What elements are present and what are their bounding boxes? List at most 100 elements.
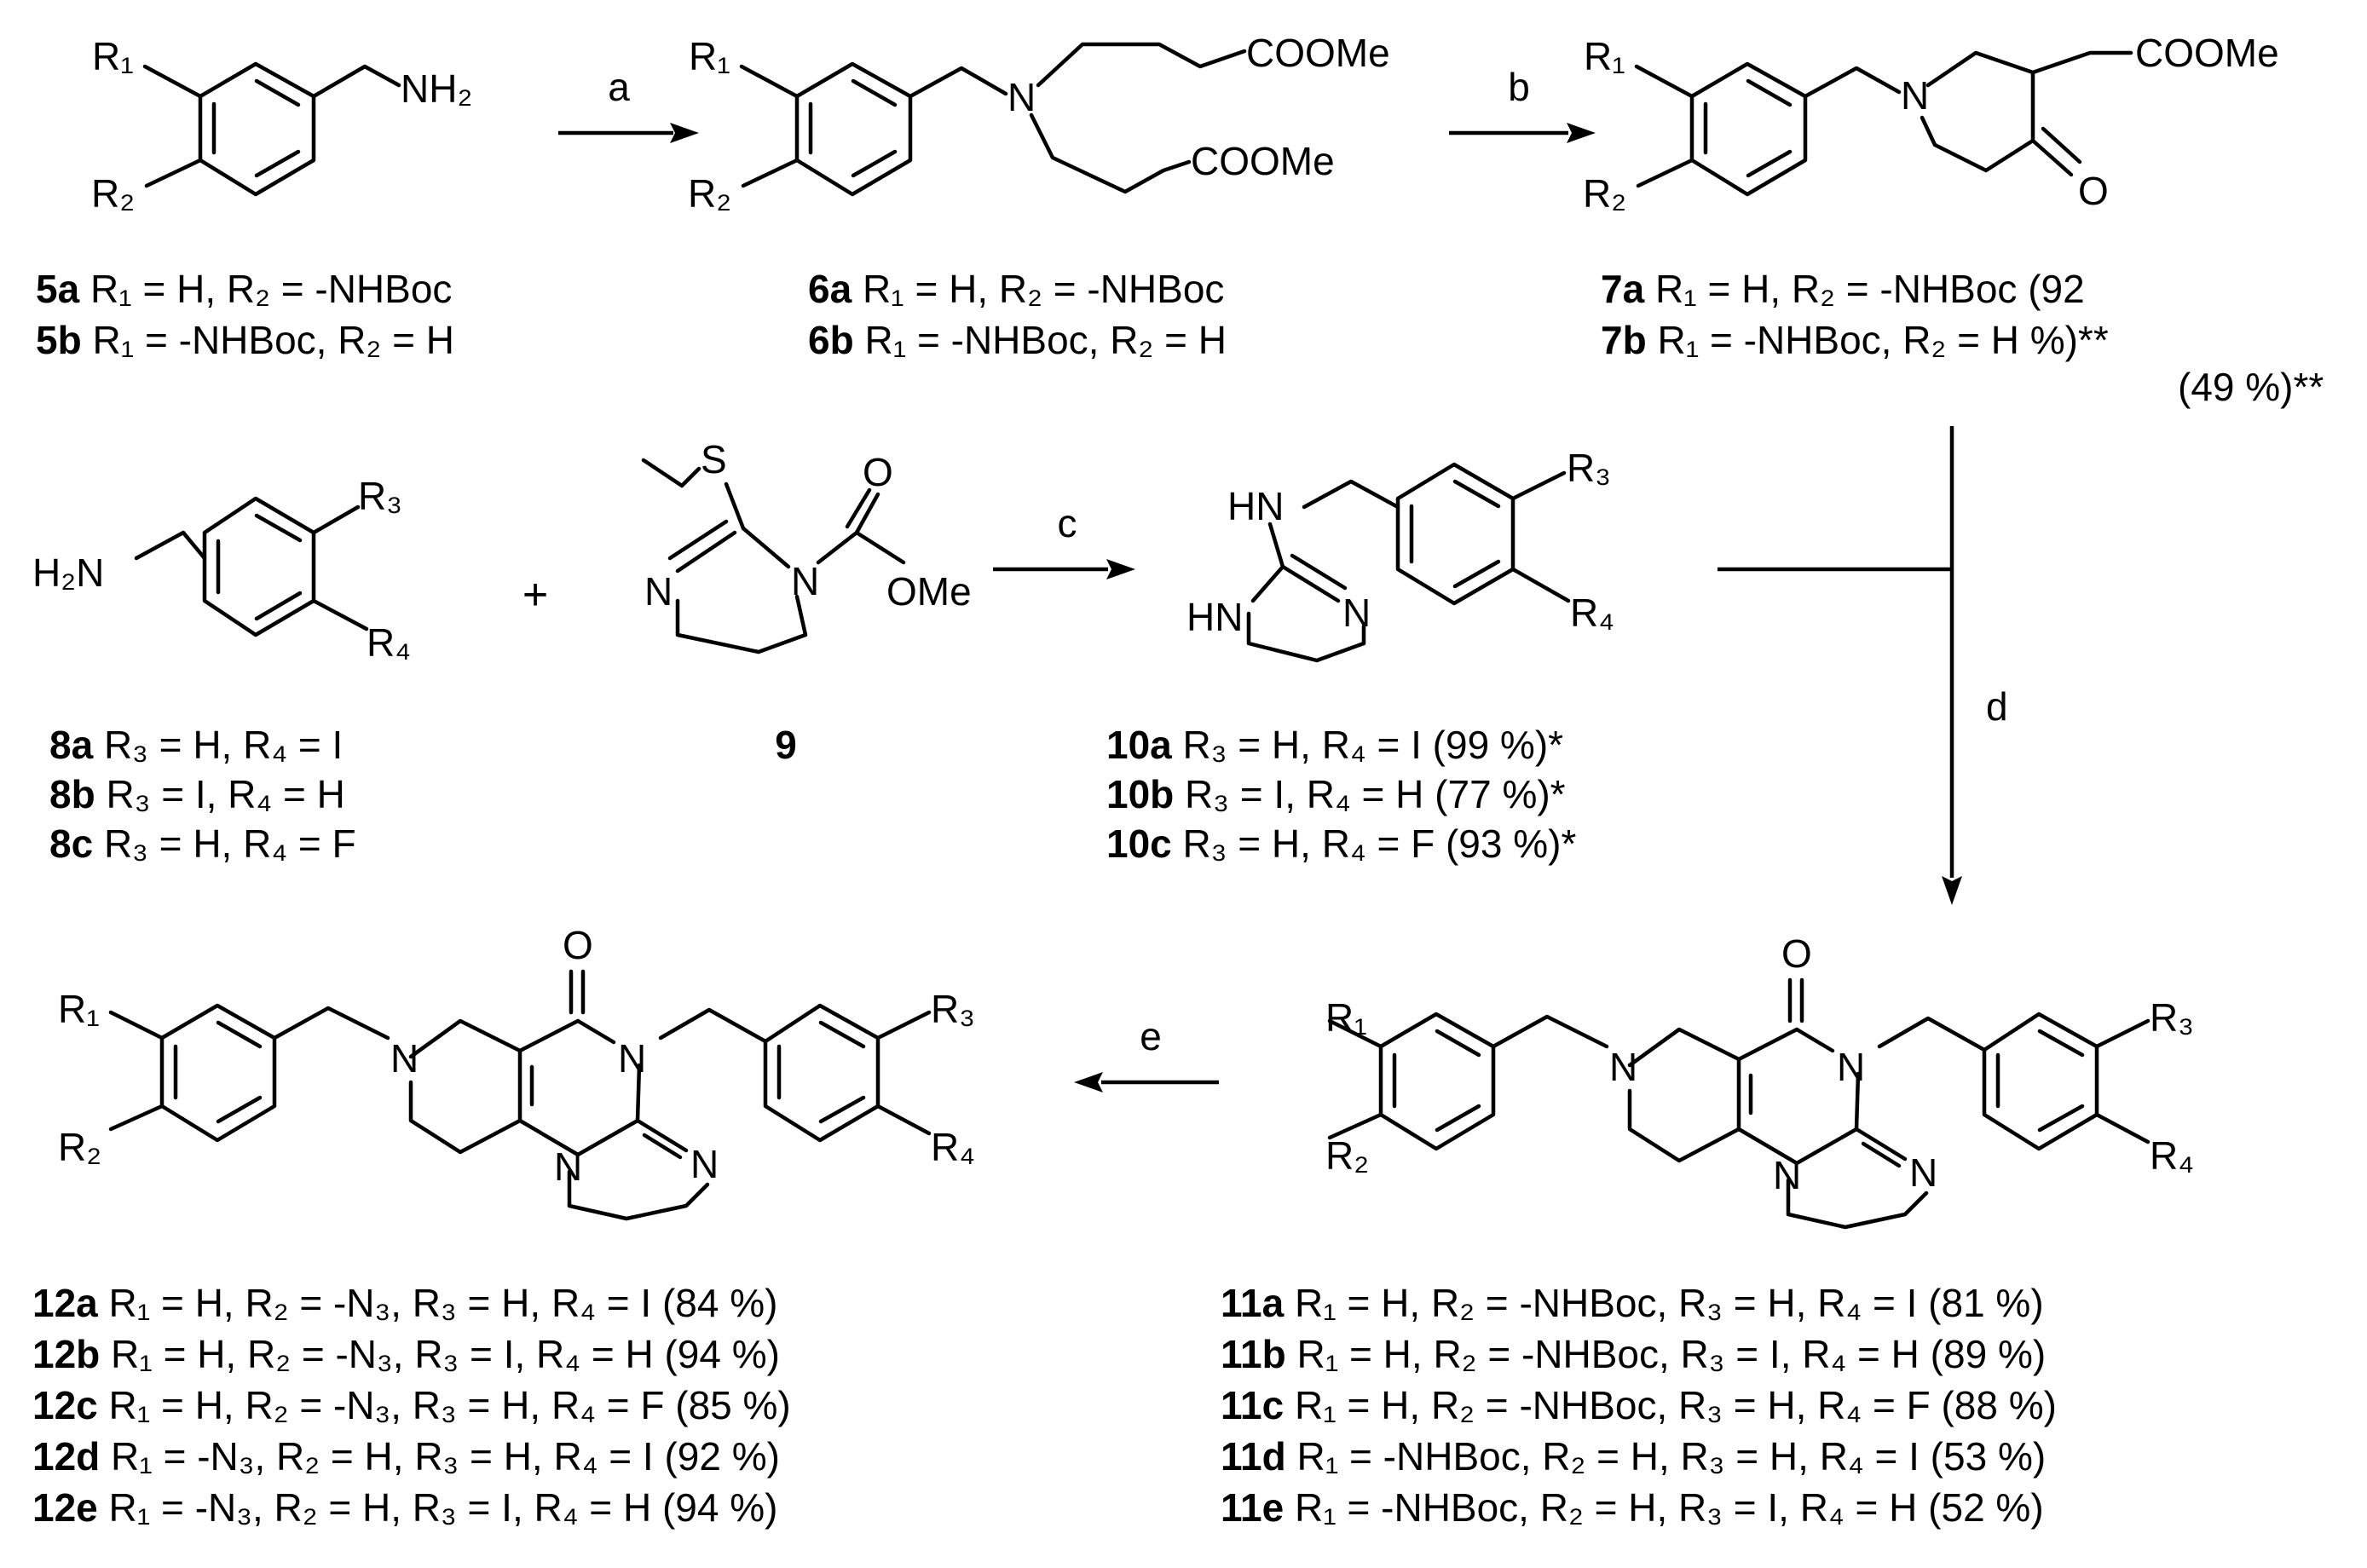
- svg-text:11c R₁ = H, R₂ = -NHBoc, R₃ =: 11c R₁ = H, R₂ = -NHBoc, R₃ = H, R₄ = F …: [1221, 1383, 2057, 1427]
- substituent-row: R₃ = I, R₄ = H (77 %)*: [1185, 772, 1566, 816]
- r3-label: R₃: [358, 474, 402, 518]
- substituent-row: R₁ = H, R₂ = -N₃, R₃ = H, R₄ = F (85 %): [109, 1383, 791, 1427]
- nitrogen-label: N: [1773, 1153, 1801, 1197]
- substituent-row: R₁ = H, R₂ = -N₃, R₃ = H, R₄ = I (84 %): [109, 1281, 778, 1325]
- nh-label: HN: [1227, 484, 1284, 528]
- compound-id: 12e: [32, 1485, 98, 1530]
- svg-text:12c R₁ = H, R₂ = -N₃, R₃ = H,: 12c R₁ = H, R₂ = -N₃, R₃ = H, R₄ = F (85…: [32, 1383, 791, 1427]
- ester-label: COOMe: [1191, 139, 1335, 183]
- compound-id: 7a: [1601, 267, 1645, 311]
- compound-id: 8c: [49, 821, 93, 866]
- r4-label: R₄: [2150, 1133, 2194, 1178]
- compound-id: 10b: [1106, 772, 1174, 816]
- compound-id: 11a: [1221, 1281, 1285, 1325]
- substituent-row: R₁ = -NHBoc, R₂ = H: [864, 318, 1226, 362]
- substituent-row: R₃ = H, R₄ = I: [104, 723, 343, 767]
- svg-text:12e R₁ = -N₃, R₂ = H, R₃ = I,: 12e R₁ = -N₃, R₂ = H, R₃ = I, R₄ = H (94…: [32, 1485, 777, 1530]
- compound-6-structure: R₁ R₂ N COOMe COOMe: [688, 31, 1390, 216]
- substituent-row: R₁ = H, R₂ = -NHBoc, R₃ = H, R₄ = I (81 …: [1295, 1281, 2044, 1325]
- substituent-row: R₁ = -NHBoc, R₂ = H %)**: [1657, 318, 2108, 362]
- svg-text:10c R₃ = H, R₄ = F (93 %)*: 10c R₃ = H, R₄ = F (93 %)*: [1106, 821, 1576, 866]
- compound-10-structure: HN HN N R₃ R₄: [1186, 446, 1614, 663]
- substituent-row: R₃ = I, R₄ = H: [106, 772, 344, 816]
- compound-id: 11c: [1221, 1383, 1284, 1427]
- compound-7-structure: R₁ R₂ N COOMe O: [1583, 31, 2279, 216]
- compound-id: 10a: [1106, 723, 1172, 767]
- step-label: d: [1986, 684, 2008, 729]
- yield-note: (49 %)**: [2178, 365, 2324, 409]
- svg-text:12a R₁ = H, R₂ = -N₃, R₃ = H,: 12a R₁ = H, R₂ = -N₃, R₃ = H, R₄ = I (84…: [32, 1281, 777, 1325]
- nh-label: HN: [1186, 595, 1243, 639]
- svg-text:11b R₁ = H, R₂ = -NHBoc, R₃ =: 11b R₁ = H, R₂ = -NHBoc, R₃ = I, R₄ = H …: [1221, 1332, 2046, 1376]
- arrow-step-a: a: [558, 65, 699, 143]
- sulfur-label: S: [701, 437, 727, 481]
- compound-5-structure: R₁ R₂ NH₂: [91, 34, 472, 216]
- nitrogen-label: N: [1901, 73, 1929, 118]
- compound-id: 10c: [1106, 821, 1172, 866]
- compound-10-labels: 10a R₃ = H, R₄ = I (99 %)* 10b R₃ = I, R…: [1106, 723, 1576, 866]
- substituent-row: R₁ = -NHBoc, R₂ = H: [92, 318, 453, 362]
- compound-id: 5a: [36, 267, 80, 311]
- r2-label: R₂: [1583, 171, 1626, 216]
- plus-sign: +: [522, 570, 548, 620]
- oxygen-label: O: [863, 450, 893, 494]
- nitrogen-label: N: [1837, 1045, 1865, 1089]
- methoxy-label: OMe: [886, 569, 972, 614]
- substituent-row: R₁ = H, R₂ = -NHBoc, R₃ = I, R₄ = H (89 …: [1297, 1332, 2047, 1376]
- compound-id: 12c: [32, 1383, 98, 1427]
- compound-id: 12d: [32, 1434, 100, 1479]
- svg-text:10b R₃ = I, R₄ = H (77 %)*: 10b R₃ = I, R₄ = H (77 %)*: [1106, 772, 1566, 816]
- arrow-step-b: b: [1449, 65, 1596, 143]
- svg-text:5a R₁ = H, R₂ = -NHBoc: 5a R₁ = H, R₂ = -NHBoc: [36, 267, 452, 311]
- substituent-row: R₁ = H, R₂ = -NHBoc: [90, 267, 452, 311]
- r4-label: R₄: [931, 1125, 975, 1169]
- substituent-row: R₃ = H, R₄ = F: [104, 821, 356, 866]
- svg-text:8c R₃ = H, R₄ = F: 8c R₃ = H, R₄ = F: [49, 821, 356, 866]
- compound-id: 12a: [32, 1281, 98, 1325]
- compound-id: 9: [775, 723, 797, 767]
- svg-text:6a R₁ = H, R₂ = -NHBoc: 6a R₁ = H, R₂ = -NHBoc: [808, 267, 1224, 311]
- arrow-step-c: c: [993, 501, 1135, 579]
- compound-12-structure: R₁ R₂ N O N N N R₃ R₄: [58, 923, 975, 1221]
- compound-id: 5b: [36, 318, 82, 362]
- r1-label: R₁: [58, 987, 100, 1031]
- substituent-row: R₁ = -NHBoc, R₂ = H, R₃ = I, R₄ = H (52 …: [1295, 1485, 2044, 1530]
- svg-text:11e R₁ = -NHBoc, R₂ = H, R₃ =: 11e R₁ = -NHBoc, R₂ = H, R₃ = I, R₄ = H …: [1221, 1485, 2044, 1530]
- substituent-row: R₁ = -NHBoc, R₂ = H, R₃ = H, R₄ = I (53 …: [1297, 1434, 2047, 1479]
- r2-label: R₂: [91, 171, 135, 216]
- compound-11-labels: 11a R₁ = H, R₂ = -NHBoc, R₃ = H, R₄ = I …: [1221, 1281, 2057, 1530]
- compound-id: 12b: [32, 1332, 100, 1376]
- svg-text:8b R₃ = I, R₄ = H: 8b R₃ = I, R₄ = H: [49, 772, 345, 816]
- r2-label: R₂: [58, 1125, 101, 1169]
- substituent-row: R₁ = H, R₂ = -NHBoc (92: [1655, 267, 2085, 311]
- svg-text:11a R₁ = H, R₂ = -NHBoc, R₃ =: 11a R₁ = H, R₂ = -NHBoc, R₃ = H, R₄ = I …: [1221, 1281, 2044, 1325]
- r2-label: R₂: [688, 171, 731, 216]
- substituent-row: R₁ = -N₃, R₂ = H, R₃ = H, R₄ = I (92 %): [111, 1434, 780, 1479]
- nitrogen-label: N: [554, 1144, 582, 1189]
- r3-label: R₃: [2150, 995, 2194, 1040]
- compound-id: 11e: [1221, 1485, 1284, 1530]
- nitrogen-label: N: [690, 1142, 719, 1186]
- svg-text:10a R₃ = H, R₄ = I (99 %)*: 10a R₃ = H, R₄ = I (99 %)*: [1106, 723, 1563, 767]
- compound-id: 11b: [1221, 1332, 1286, 1376]
- svg-text:11d R₁ = -NHBoc, R₂ = H, R₃ =: 11d R₁ = -NHBoc, R₂ = H, R₃ = H, R₄ = I …: [1221, 1434, 2046, 1479]
- arrow-step-e: e: [1074, 1014, 1219, 1092]
- compound-id: 7b: [1601, 318, 1647, 362]
- step-label: e: [1140, 1014, 1162, 1058]
- step-label: c: [1058, 501, 1077, 545]
- r2-label: R₂: [1325, 1133, 1369, 1178]
- compound-8-structure: H₂N R₃ R₄: [32, 474, 411, 665]
- compound-9-structure: S N N O OMe: [641, 437, 972, 654]
- ester-label: COOMe: [1246, 31, 1390, 75]
- substituent-row: R₁ = H, R₂ = -NHBoc: [863, 267, 1224, 311]
- svg-text:6b R₁ = -NHBoc, R₂ = H: 6b R₁ = -NHBoc, R₂ = H: [808, 318, 1227, 362]
- substituent-row: R₁ = -N₃, R₂ = H, R₃ = I, R₄ = H (94 %): [109, 1485, 778, 1530]
- nitrogen-label: N: [1007, 75, 1036, 119]
- svg-text:7a R₁ = H, R₂ = -NHBoc (92: 7a R₁ = H, R₂ = -NHBoc (92: [1601, 267, 2085, 311]
- svg-text:7b R₁ = -NHBoc, R₂ = H %)**: 7b R₁ = -NHBoc, R₂ = H %)**: [1601, 318, 2109, 362]
- ester-label: COOMe: [2135, 31, 2279, 75]
- compound-id: 6b: [808, 318, 854, 362]
- svg-text:8a R₃ = H, R₄ = I: 8a R₃ = H, R₄ = I: [49, 723, 343, 767]
- nitrogen-label: N: [1609, 1045, 1637, 1089]
